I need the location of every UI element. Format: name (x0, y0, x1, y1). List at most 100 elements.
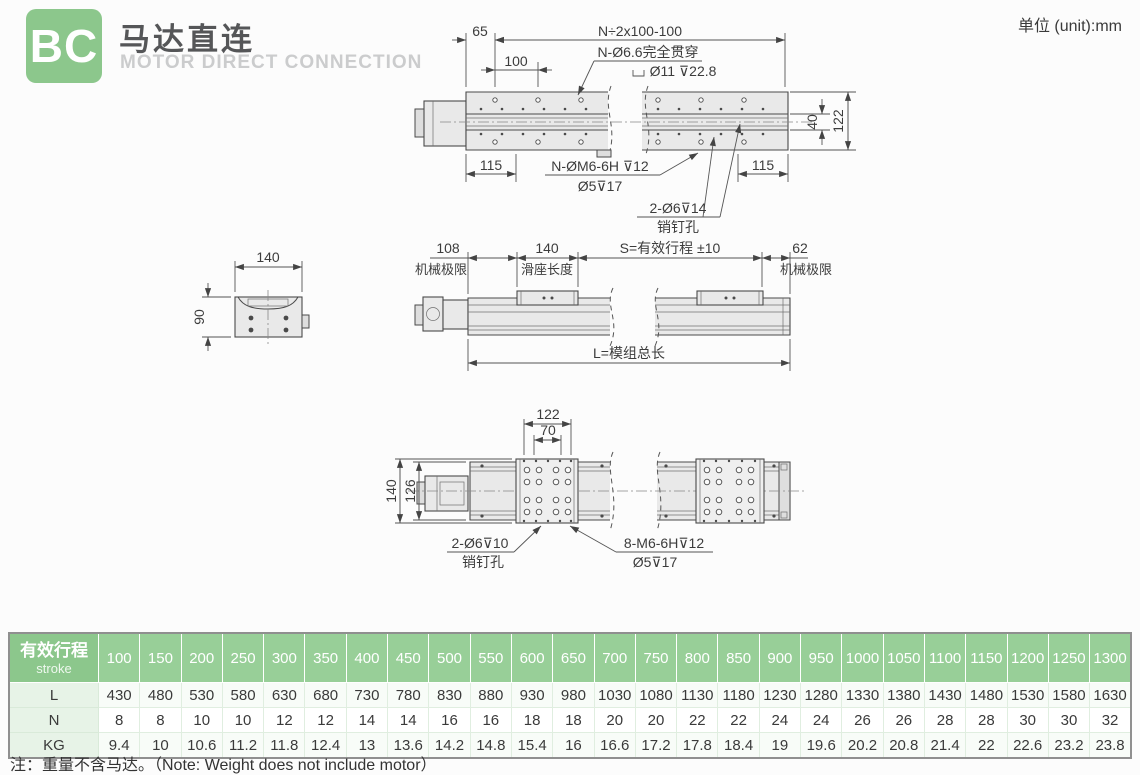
table-cell: 980 (552, 682, 595, 708)
table-cell: 10 (180, 707, 223, 733)
table-cell: 1530 (1006, 682, 1049, 708)
stroke-col-header: 1200 (1006, 632, 1049, 683)
table-cell: 14.8 (469, 732, 512, 759)
dim-stroke: S=有效行程 ±10 (620, 240, 721, 256)
drawing-plan-top: 65 N÷2x100-100 100 N-Ø6.6完全贯穿 Ø11 ⊽22.8 … (414, 23, 856, 235)
pin-note-line1: 2-Ø6⊽14 (650, 200, 707, 216)
table-cell: 28 (923, 707, 967, 733)
footnote: 注：重量不含马达。（Note: Weight does not include … (10, 757, 437, 774)
table-cell: 23.2 (1047, 732, 1091, 759)
stroke-col-header: 1050 (882, 632, 925, 683)
table-cell: 22 (965, 732, 1008, 759)
drawing-section: 140 90 (191, 249, 310, 351)
dim-122: 122 (830, 109, 846, 133)
page-subtitle: MOTOR DIRECT CONNECTION (120, 52, 423, 73)
table-cell: 1030 (593, 682, 636, 708)
table-cell: 18 (510, 707, 554, 733)
carriage-holes-left (522, 459, 573, 523)
table-cell: 1480 (965, 682, 1008, 708)
stroke-header-cn: 有效行程 (20, 640, 88, 660)
stroke-col-header: 250 (221, 632, 265, 683)
unit-label: 单位 (unit):mm (1017, 18, 1122, 35)
table-cell: 1580 (1047, 682, 1091, 708)
table-cell: 28 (965, 707, 1008, 733)
dimensions-top (452, 33, 786, 96)
table-cell: 10 (139, 732, 182, 759)
table-cell: 630 (263, 682, 306, 708)
stroke-col-header: 300 (263, 632, 306, 683)
table-cell: 18.4 (717, 732, 760, 759)
thread-note-line1: N-ØM6-6H ⊽12 (551, 158, 649, 174)
stroke-col-header: 1000 (841, 632, 884, 683)
table-cell: 12.4 (304, 732, 347, 759)
table-cell: 13 (345, 732, 389, 759)
table-cell: 780 (387, 682, 430, 708)
table-cell: 17.2 (634, 732, 678, 759)
stroke-col-header: 100 (97, 632, 141, 683)
limit-left-label: 机械极限 (415, 262, 467, 277)
table-cell: 1280 (800, 682, 843, 708)
dim-62: 62 (792, 240, 808, 256)
table-cell: 1380 (882, 682, 925, 708)
table-cell: 10 (221, 707, 265, 733)
table-cell: 30 (1006, 707, 1049, 733)
table-cell: 17.8 (676, 732, 719, 759)
stroke-col-header: 700 (593, 632, 636, 683)
break-line (607, 85, 613, 158)
dim-70: 70 (540, 422, 556, 438)
stroke-col-header: 800 (676, 632, 719, 683)
rail-right (642, 91, 789, 151)
dimensions-bottom (465, 123, 789, 218)
table-cell: 9.4 (97, 732, 141, 759)
table-cell: 480 (139, 682, 182, 708)
table-cell: 16 (552, 732, 595, 759)
dim-140-carriage: 140 (535, 240, 559, 256)
table-cell: 15.4 (510, 732, 554, 759)
table-cell: 8 (139, 707, 182, 733)
mounting-holes (479, 97, 765, 145)
table-cell: 830 (428, 682, 471, 708)
table-cell: 13.6 (387, 732, 430, 759)
table-cell: 680 (304, 682, 347, 708)
dim-140-section: 140 (256, 249, 280, 265)
stroke-col-header: 850 (717, 632, 760, 683)
stroke-col-header: 500 (428, 632, 471, 683)
table-cell: 22 (717, 707, 760, 733)
pin-note2-line2: 销钉孔 (462, 554, 504, 570)
table-cell: 24 (800, 707, 843, 733)
stroke-col-header: 650 (552, 632, 595, 683)
dim-90: 90 (191, 309, 207, 325)
stroke-col-header: 950 (800, 632, 843, 683)
table-cell: 10.6 (180, 732, 223, 759)
table-cell: 11.8 (263, 732, 306, 759)
technical-drawing: 65 N÷2x100-100 100 N-Ø6.6完全贯穿 Ø11 ⊽22.8 … (191, 23, 856, 570)
dim-65: 65 (472, 23, 488, 39)
table-cell: 26 (882, 707, 925, 733)
drawing-plan-bottom: 122 70 140 126 2-Ø6⊽10 销钉孔 8-M6-6H⊽12 Ø5… (383, 406, 806, 570)
table-cell: 23.8 (1089, 732, 1132, 759)
table-cell: 20.2 (841, 732, 884, 759)
dim-115-right: 115 (752, 157, 775, 173)
table-cell: 14 (387, 707, 430, 733)
stroke-col-header: 1300 (1089, 632, 1132, 683)
table-cell: 1630 (1089, 682, 1132, 708)
dim-126: 126 (402, 479, 418, 503)
stroke-col-header: 550 (469, 632, 512, 683)
stroke-col-header: 1100 (923, 632, 967, 683)
motor-body (423, 100, 467, 147)
table-cell: 19.6 (800, 732, 843, 759)
dim-115-left: 115 (480, 157, 503, 173)
table-cell: 18 (552, 707, 595, 733)
table-cell: 16 (469, 707, 512, 733)
table-cell: 1080 (634, 682, 678, 708)
table-cell: 16.6 (593, 732, 636, 759)
section-body (234, 296, 303, 338)
table-cell: 430 (97, 682, 141, 708)
table-cell: 930 (510, 682, 554, 708)
dim-140-plate: 140 (383, 479, 399, 503)
